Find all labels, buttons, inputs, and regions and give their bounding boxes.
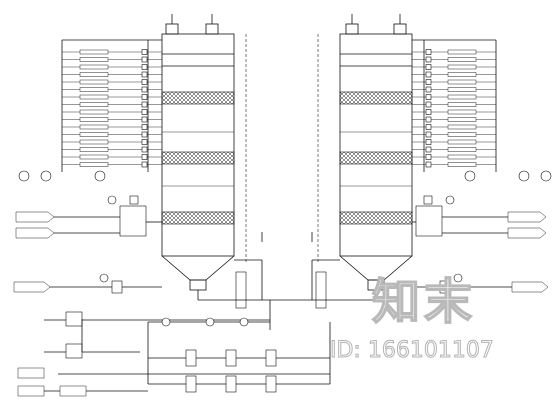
- left-branch-line: [62, 49, 162, 55]
- right-feed-header: [412, 39, 497, 172]
- left-branch-line: [62, 79, 162, 85]
- right-branch-line: [412, 71, 496, 78]
- instrument-balloon: [94, 170, 106, 182]
- right-branch-line: [412, 139, 496, 145]
- left-branch-lines: [62, 49, 162, 168]
- instrument-balloon: [518, 170, 530, 182]
- central-piping: [197, 34, 377, 330]
- left-column: [161, 14, 235, 291]
- left-branch-line: [62, 116, 162, 123]
- left-branch-line: [62, 56, 162, 63]
- right-branch-line: [412, 86, 496, 93]
- left-branch-line: [62, 139, 162, 145]
- left-branch-line: [62, 146, 162, 153]
- right-branch-line: [412, 64, 496, 70]
- instrument-balloon: [540, 170, 552, 182]
- right-inlet-line: [412, 195, 549, 294]
- right-branch-lines: [412, 49, 496, 168]
- right-column: [339, 14, 413, 291]
- instrument-balloon: [18, 170, 30, 182]
- lower-equipment-skid: [17, 311, 331, 397]
- left-branch-line: [62, 109, 162, 115]
- left-branch-line: [62, 86, 162, 93]
- left-branch-line: [62, 154, 162, 160]
- left-branch-line: [62, 161, 162, 168]
- right-branch-line: [412, 116, 496, 123]
- watermark-brand-text: 知末: [371, 274, 477, 330]
- left-inlet-line: [13, 195, 162, 294]
- left-feed-header: [61, 39, 162, 172]
- instrument-balloon: [40, 170, 52, 182]
- left-branch-line: [62, 124, 162, 130]
- right-branch-line: [412, 56, 496, 63]
- right-branch-line: [412, 94, 496, 100]
- right-branch-line: [412, 109, 496, 115]
- right-branch-line: [412, 79, 496, 85]
- right-branch-line: [412, 101, 496, 108]
- left-branch-line: [62, 64, 162, 70]
- right-branch-line: [412, 131, 496, 138]
- left-branch-line: [62, 94, 162, 100]
- right-branch-line: [412, 161, 496, 168]
- instrument-balloon: [464, 170, 476, 182]
- left-branch-line: [62, 131, 162, 138]
- right-branch-line: [412, 154, 496, 160]
- right-branch-line: [412, 124, 496, 130]
- right-branch-line: [412, 146, 496, 153]
- left-branch-line: [62, 71, 162, 78]
- right-branch-line: [412, 49, 496, 55]
- left-branch-line: [62, 101, 162, 108]
- watermark-id-text: ID: 166101107: [330, 338, 495, 363]
